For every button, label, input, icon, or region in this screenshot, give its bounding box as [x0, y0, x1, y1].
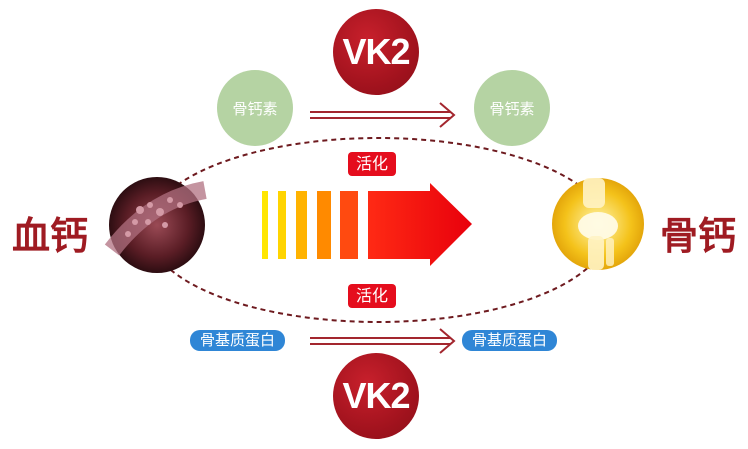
osteocalcin-right-circle: 骨钙素 [474, 70, 550, 146]
progress-bar-5 [340, 191, 358, 259]
progress-bar-1 [262, 191, 268, 259]
top-double-arrow [310, 102, 456, 128]
vk2-top-label: VK2 [342, 31, 410, 72]
activate-top-badge: 活化 [348, 152, 397, 176]
osteocalcin-right-label: 骨钙素 [489, 99, 535, 118]
vk2-top-circle: VK2 [333, 9, 419, 95]
progress-bar-3 [296, 191, 307, 259]
bottom-double-arrow [310, 328, 456, 354]
activate-bottom-badge: 活化 [348, 284, 397, 308]
big-arrow [368, 183, 472, 266]
vk2-bottom-label: VK2 [342, 375, 410, 416]
vk2-bottom-circle: VK2 [333, 353, 419, 439]
osteocalcin-left-circle: 骨钙素 [217, 70, 293, 146]
blood-vessel-image [104, 177, 207, 273]
osteocalcin-left-label: 骨钙素 [232, 99, 278, 118]
bone-joint-image [552, 178, 644, 270]
bone-matrix-protein-right: 骨基质蛋白 [462, 330, 558, 351]
bone-matrix-protein-left: 骨基质蛋白 [190, 330, 286, 351]
progress-bar-4 [317, 191, 331, 259]
blood-calcium-label: 血钙 [12, 214, 89, 258]
progress-bar-2 [278, 191, 286, 259]
bone-calcium-label: 骨钙 [660, 214, 737, 258]
